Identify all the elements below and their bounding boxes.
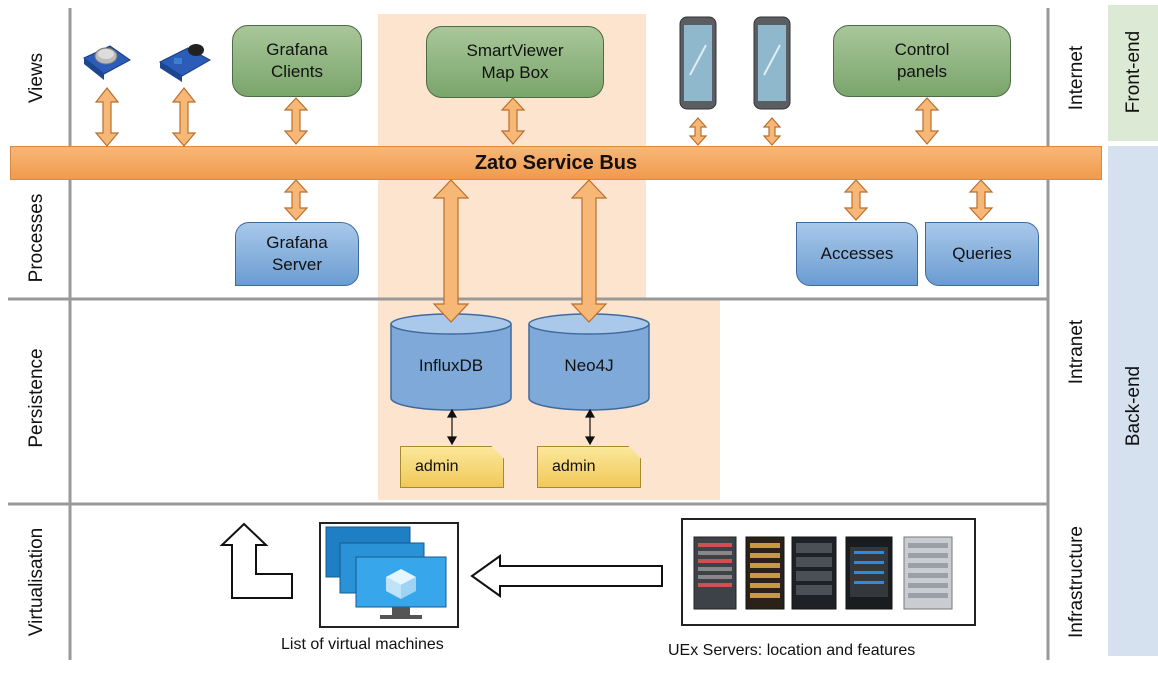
server-rack-icon [693, 536, 953, 610]
influxdb-label: InfluxDB [418, 356, 484, 375]
smartphone-icon [679, 16, 717, 110]
sound-sensor-icon [158, 44, 212, 82]
arrows-layer [94, 87, 994, 599]
frontend-band [1108, 5, 1158, 141]
grafana-server-box: Grafana Server [235, 222, 359, 286]
admin-label: admin [552, 458, 596, 475]
grid-lines [8, 8, 1050, 660]
grafana-clients-box: Grafana Clients [232, 25, 362, 97]
hollow-bent-arrow [219, 522, 293, 599]
neo4j-label: Neo4J [564, 356, 614, 375]
queries-label: Queries [952, 244, 1012, 263]
admin-box-influxdb: admin [400, 446, 504, 488]
accesses-label: Accesses [820, 244, 894, 263]
hollow-arrow [470, 554, 663, 598]
double-arrow [94, 87, 994, 323]
accesses-box: Accesses [796, 222, 918, 286]
servers-caption: UEx Servers: location and features [668, 642, 916, 659]
grafana-clients-label: Grafana Clients [266, 40, 328, 81]
control-panels-box: Control panels [833, 25, 1011, 97]
admin-label: admin [415, 458, 459, 475]
database-cylinder-icon [390, 313, 512, 411]
backend-band [1108, 146, 1158, 656]
grafana-server-label: Grafana Server [266, 233, 328, 274]
gas-sensor-icon [83, 45, 131, 80]
smartviewer-box: SmartViewer Map Box [426, 26, 604, 98]
control-panels-label: Control panels [894, 40, 950, 81]
zato-service-bus: Zato Service Bus [10, 146, 1102, 180]
vm-caption: List of virtual machines [281, 636, 444, 653]
queries-box: Queries [925, 222, 1039, 286]
virtual-machine-icon [325, 526, 447, 619]
bus-label: Zato Service Bus [474, 151, 638, 174]
admin-box-neo4j: admin [537, 446, 641, 488]
database-cylinder-icon [528, 313, 650, 411]
smartviewer-label: SmartViewer Map Box [466, 41, 564, 82]
smartphone-icon [753, 16, 791, 110]
